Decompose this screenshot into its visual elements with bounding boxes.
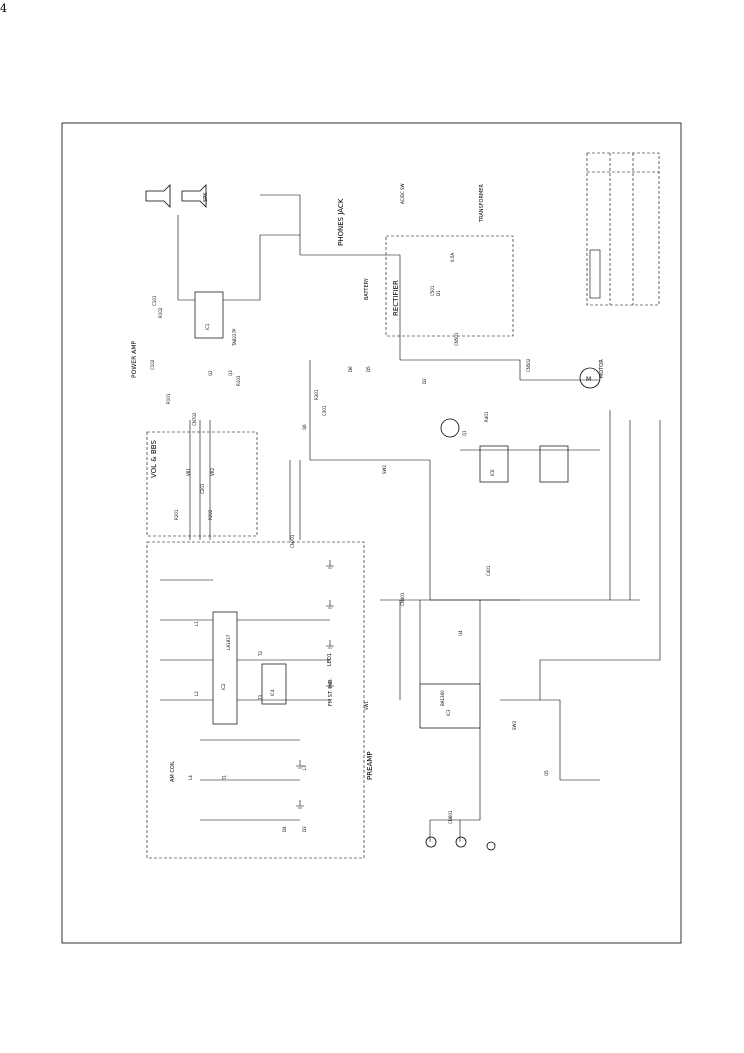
part-label: SW3 bbox=[512, 721, 517, 730]
part-label: IC1 bbox=[205, 323, 210, 330]
schematic-frame bbox=[61, 122, 682, 944]
part-label: VR1 bbox=[186, 467, 191, 476]
part-label: BA1360 bbox=[440, 690, 445, 706]
part-label: CN501 bbox=[454, 332, 459, 346]
page-number: 4 bbox=[0, 2, 7, 15]
svg-text:M: M bbox=[586, 376, 591, 383]
jack-icons bbox=[425, 836, 496, 851]
label-battery: BATTERY bbox=[364, 277, 370, 300]
part-label: L4 bbox=[188, 775, 193, 780]
part-label: C401 bbox=[486, 565, 491, 576]
ic-outlines bbox=[194, 291, 569, 729]
part-label: LA1837 bbox=[226, 634, 231, 650]
part-label: L2 bbox=[194, 691, 199, 696]
part-label: VR2 bbox=[210, 467, 215, 476]
part-label: IC4 bbox=[270, 689, 275, 696]
part-label: C101 bbox=[152, 295, 157, 306]
part-label: Q2 bbox=[208, 370, 213, 376]
part-label: Q3 bbox=[228, 370, 233, 376]
part-label: D5 bbox=[366, 366, 371, 372]
part-label: Q6 bbox=[302, 424, 307, 430]
speaker-icon bbox=[145, 184, 207, 208]
preamp-block bbox=[146, 541, 365, 859]
part-label: T1 bbox=[222, 775, 227, 781]
rectifier-block bbox=[385, 235, 514, 337]
part-label: CN702 bbox=[192, 412, 197, 426]
label-fm-st-ind: FM ST. IND. bbox=[328, 677, 334, 706]
part-label: C301 bbox=[322, 405, 327, 416]
part-label: D1 bbox=[436, 290, 441, 296]
part-label: R202 bbox=[208, 509, 213, 520]
label-vol-bbs: VOL & BBS bbox=[150, 440, 158, 478]
part-label: C102 bbox=[150, 359, 155, 370]
part-labels: CN701 CN702 CN501 CN502 CN401 CN601 IC1 … bbox=[150, 184, 549, 832]
part-label: C201 bbox=[200, 483, 205, 494]
part-label: CN701 bbox=[290, 534, 295, 548]
label-rectifier: RECTIFIER bbox=[392, 280, 400, 316]
transistor-icon bbox=[440, 418, 460, 438]
label-motor: MOTOR bbox=[599, 359, 605, 378]
part-label: L1 bbox=[194, 621, 199, 626]
title-block bbox=[586, 152, 660, 306]
part-label: R401 bbox=[484, 411, 489, 422]
part-label: TA8227P bbox=[232, 328, 237, 347]
part-label: CN401 bbox=[400, 592, 405, 606]
label-preamp: PREAMP bbox=[366, 751, 374, 780]
vol-bbs-block bbox=[146, 431, 258, 537]
label-transformer: TRANSFORMER bbox=[479, 184, 485, 223]
label-am-coil: AM COIL bbox=[170, 761, 176, 782]
part-label: SW2 bbox=[382, 465, 387, 474]
part-label: D3 bbox=[302, 826, 307, 832]
motor-icon: M bbox=[579, 367, 601, 389]
part-label: R102 bbox=[158, 307, 163, 318]
part-label: IC3 bbox=[446, 709, 451, 716]
part-label: CN601 bbox=[448, 810, 453, 824]
label-led: LED1 bbox=[327, 653, 333, 666]
part-label: IC2 bbox=[221, 683, 226, 690]
wiring bbox=[160, 194, 661, 842]
part-label: R201 bbox=[174, 509, 179, 520]
part-label: R103 bbox=[236, 375, 241, 386]
label-phones-jack: PHONES JACK bbox=[337, 198, 345, 246]
part-label: T3 bbox=[258, 695, 263, 701]
part-label: Q1 bbox=[462, 430, 467, 436]
part-label: CN502 bbox=[526, 358, 531, 372]
part-label: Q5 bbox=[544, 770, 549, 776]
part-label: R301 bbox=[314, 389, 319, 400]
label-power-amp: POWER AMP bbox=[131, 341, 138, 378]
part-label: D6 bbox=[348, 366, 353, 372]
part-label: L3 bbox=[302, 765, 307, 770]
ground-symbols bbox=[296, 560, 334, 809]
part-label: IC6 bbox=[490, 469, 495, 476]
part-label: C501 bbox=[430, 285, 435, 296]
part-label: Q4 bbox=[458, 630, 463, 636]
part-label: AC/DC SW bbox=[400, 184, 405, 204]
part-label: R101 bbox=[166, 393, 171, 404]
part-label: D2 bbox=[422, 378, 427, 384]
part-label: T2 bbox=[258, 651, 263, 657]
part-label: SW1 bbox=[364, 701, 369, 710]
part-label: 0.5A bbox=[450, 253, 455, 262]
part-label: D4 bbox=[282, 826, 287, 832]
